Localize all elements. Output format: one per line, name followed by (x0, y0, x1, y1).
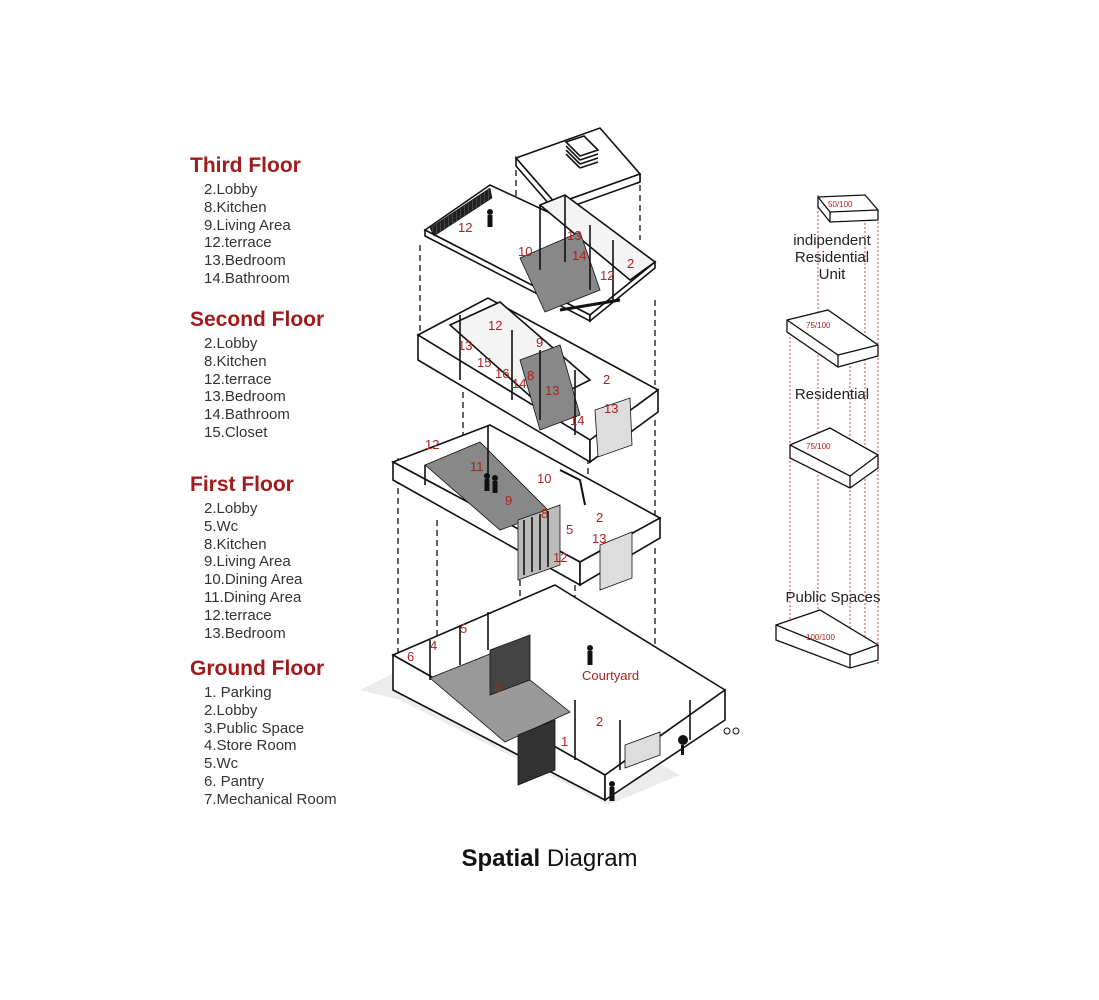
room-item: 14.Bathroom (204, 269, 290, 287)
room-number: 5 (566, 522, 573, 537)
zone-label-independent: indipendent Residential Unit (793, 232, 871, 283)
second-floor-plan (416, 297, 660, 464)
legend-second-floor: Second Floor 2.Lobby 8.Kitchen 12.terrac… (190, 307, 324, 442)
room-item: 2.Lobby (204, 500, 258, 517)
room-item: 12.terrace (204, 606, 272, 624)
room-number: 13 (604, 401, 618, 416)
room-number: 15 (477, 355, 491, 370)
ratio-label: 75/100 (806, 442, 831, 451)
room-number: 1 (561, 734, 568, 749)
room-number: 14 (512, 376, 526, 391)
caption-bold: Spatial (461, 845, 541, 872)
zone-bars: 50/100 75/100 75/100 100/100 (775, 194, 879, 669)
room-number: 12 (600, 268, 614, 283)
room-item: 9.Living Area (204, 216, 291, 234)
room-number: 2 (596, 510, 603, 525)
room-item: 5.Wc (204, 755, 239, 773)
room-item: 4.Store Room (204, 737, 297, 755)
room-number: 8 (527, 368, 534, 383)
zone-label-residential: Residential (794, 386, 870, 403)
room-item: 2.Lobby (204, 181, 258, 198)
courtyard-label: Courtyard (582, 668, 639, 683)
room-number: 5 (460, 621, 467, 636)
room-item: 8.Kitchen (204, 198, 267, 216)
room-item: 7.Mechanical Room (204, 790, 337, 808)
room-item: 1. Parking (204, 684, 272, 701)
room-list: 1. Parking 2.Lobby 3.Public Space 4.Stor… (190, 684, 337, 809)
room-number: 14 (570, 413, 584, 428)
room-number: 13 (567, 228, 581, 243)
room-number: 8 (541, 506, 548, 521)
room-number: 10 (537, 471, 551, 486)
room-item: 9.Living Area (204, 553, 291, 571)
human-figures (484, 209, 740, 801)
room-number: 13 (592, 531, 606, 546)
room-number: 2 (596, 714, 603, 729)
floor-title: Third Floor (190, 154, 301, 177)
room-number: 16 (495, 366, 509, 381)
room-item: 14.Bathroom (204, 406, 290, 424)
room-number: 13 (545, 383, 559, 398)
room-number: 14 (572, 248, 586, 263)
room-item: 3.Public Space (204, 719, 305, 737)
legend-ground-floor: Ground Floor 1. Parking 2.Lobby 3.Public… (190, 656, 337, 809)
room-item: 12.terrace (204, 370, 272, 388)
room-number: 13 (458, 338, 472, 353)
ratio-label: 75/100 (806, 321, 831, 330)
room-item: 2.Lobby (204, 701, 258, 719)
diagram-caption: Spatial Diagram (0, 845, 1099, 873)
room-list: 2.Lobby 8.Kitchen 9.Living Area 12.terra… (190, 181, 301, 288)
room-number: 12 (488, 318, 502, 333)
room-item: 5.Wc (204, 517, 239, 535)
third-floor-plan (423, 184, 657, 323)
room-number: 12 (553, 550, 567, 565)
room-number: 6 (407, 649, 414, 664)
ratio-label: 50/100 (828, 200, 853, 209)
room-item: 8.Kitchen (204, 535, 267, 553)
room-item: 12.terrace (204, 234, 272, 252)
room-item: 15.Closet (204, 423, 268, 441)
floor-title: Second Floor (190, 308, 325, 331)
room-number: 2 (627, 256, 634, 271)
room-item: 11.Dining Area (204, 588, 302, 606)
room-number: 9 (536, 335, 543, 350)
zone-label-public: Public Spaces (785, 589, 881, 606)
room-item: 8.Kitchen (204, 352, 267, 370)
room-number: 4 (430, 638, 437, 653)
room-item: 2.Lobby (204, 335, 258, 352)
room-item: 10.Dining Area (204, 571, 303, 589)
room-item: 13.Bedroom (204, 624, 286, 642)
legend-third-floor: Third Floor 2.Lobby 8.Kitchen 9.Living A… (190, 153, 301, 288)
room-number: 12 (425, 437, 439, 452)
room-list: 2.Lobby 5.Wc 8.Kitchen 9.Living Area 10.… (190, 500, 302, 642)
caption-rest: Diagram (540, 845, 638, 872)
room-item: 6. Pantry (204, 772, 265, 790)
room-number: 10 (518, 244, 532, 259)
room-item: 13.Bedroom (204, 388, 286, 406)
room-number: 2 (603, 372, 610, 387)
room-item: 13.Bedroom (204, 252, 286, 270)
legend-first-floor: First Floor 2.Lobby 5.Wc 8.Kitchen 9.Liv… (190, 472, 302, 642)
room-number: 11 (470, 459, 484, 474)
room-number: 12 (458, 220, 472, 235)
ratio-label: 100/100 (806, 633, 835, 642)
floor-title: First Floor (190, 473, 294, 496)
roof-slab (514, 127, 642, 215)
room-number: 3 (494, 680, 501, 695)
ground-floor-plan (360, 584, 727, 805)
room-numbers: 12 10 13 14 12 2 12 13 15 9 16 8 14 13 2… (407, 220, 639, 749)
room-number: 9 (505, 493, 512, 508)
room-list: 2.Lobby 8.Kitchen 12.terrace 13.Bedroom … (190, 335, 324, 442)
floor-title: Ground Floor (190, 657, 325, 680)
roof-stack (564, 135, 600, 169)
